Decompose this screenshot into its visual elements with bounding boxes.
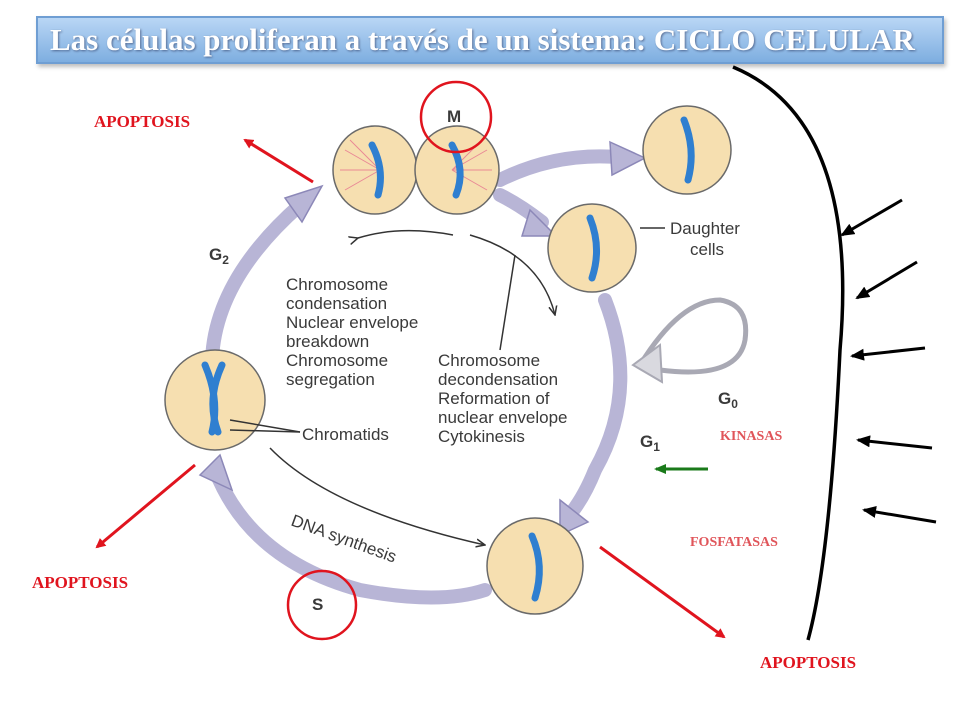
daughter-cells-label: Daughter [670, 219, 740, 238]
exit-event-4: Cytokinesis [438, 427, 525, 446]
pointer-lines [229, 227, 665, 545]
exit-events-list: Chromosome decondensation Reformation of… [438, 351, 567, 446]
m-event-2: Nuclear envelope [286, 313, 418, 332]
g2-cell [164, 349, 266, 451]
apoptosis-arrows [95, 138, 726, 639]
arrowhead-g1-to-s [559, 498, 590, 537]
phosphatases-label: FOSFATASAS [690, 535, 778, 550]
dna-synthesis-label: DNA synthesis [289, 511, 399, 567]
exit-event-2: Reformation of [438, 389, 550, 408]
g0-loop [636, 297, 749, 375]
s-phase-highlight [286, 569, 358, 641]
daughter-cell-lower [547, 203, 637, 293]
exit-event-3: nuclear envelope [438, 408, 567, 427]
chromatids-label: Chromatids [302, 425, 389, 444]
phase-label-g2: G2 [209, 245, 229, 267]
arrowhead-s-to-g2 [198, 453, 234, 492]
phase-label-g1: G1 [640, 432, 660, 454]
arrowhead-to-daughter-top [609, 140, 647, 177]
phase-label-s: S [312, 595, 323, 614]
g1-cell [486, 517, 584, 615]
arrowhead-to-daughter-lower [520, 208, 558, 237]
regulation-curve [732, 65, 845, 641]
m-phase-highlight [419, 80, 493, 154]
m-event-0: Chromosome [286, 275, 388, 294]
regulation-arrows [840, 198, 937, 524]
arrowhead-g2-to-m [283, 184, 324, 224]
apoptosis-label-top: APOPTOSIS [94, 112, 190, 131]
title-banner: Las células proliferan a través de un si… [36, 16, 944, 64]
kinases-label: KINASAS [720, 429, 782, 444]
apoptosis-arrow-top [243, 138, 314, 184]
phase-label-m: M [447, 107, 461, 126]
daughter-cells-label-2: cells [690, 240, 724, 259]
exit-event-1: decondensation [438, 370, 558, 389]
m-event-1: condensation [286, 294, 387, 313]
m-event-4: Chromosome [286, 351, 388, 370]
g0-loop-arrowhead [631, 343, 664, 384]
page-title: Las células proliferan a través de un si… [50, 22, 915, 57]
daughter-cell-top [642, 105, 732, 195]
phase-label-g0: G0 [718, 389, 738, 411]
m-event-5: segregation [286, 370, 375, 389]
apoptosis-label-left: APOPTOSIS [32, 573, 128, 592]
apoptosis-arrow-bottom [599, 545, 726, 639]
m-event-3: breakdown [286, 332, 369, 351]
apoptosis-label-bottom: APOPTOSIS [760, 653, 856, 672]
m-events-list: Chromosome condensation Nuclear envelope… [286, 275, 418, 389]
dividing-cell [332, 125, 500, 215]
cycle-arrowheads [198, 140, 647, 537]
apoptosis-arrow-left [95, 463, 196, 549]
exit-event-0: Chromosome [438, 351, 540, 370]
